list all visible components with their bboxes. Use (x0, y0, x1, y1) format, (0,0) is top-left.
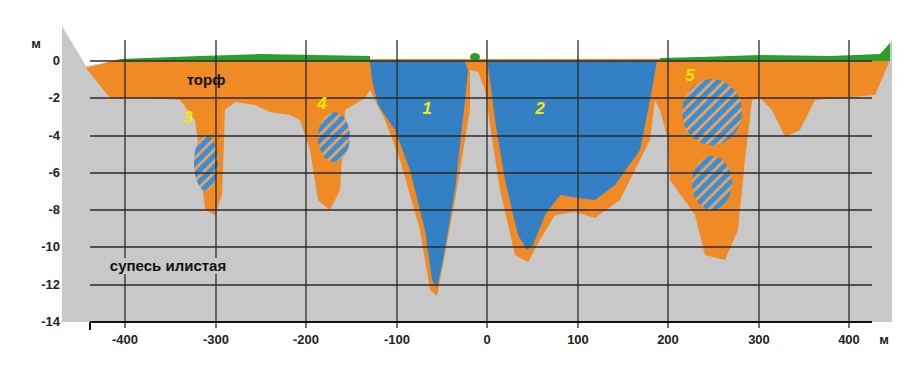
axis-tick-label: -8 (48, 203, 60, 217)
callout-number: 1 (422, 100, 431, 119)
axis-tick-label: -4 (48, 129, 60, 143)
callout-number: 2 (535, 100, 544, 119)
axis-tick-label: -2 (48, 91, 60, 105)
axis-unit: м (879, 333, 889, 347)
axis-tick-label: 100 (567, 333, 589, 347)
axis-tick-label: -200 (293, 333, 319, 347)
axis-tick-label: -6 (48, 166, 60, 180)
axis-unit: м (31, 37, 41, 51)
axis-tick-label: -10 (41, 240, 60, 254)
callout-number: 3 (183, 109, 192, 128)
axis-tick-label: 0 (483, 333, 490, 347)
axis-tick-label: 200 (657, 333, 679, 347)
axis-tick-label: 0 (53, 54, 60, 68)
axis-tick-label: 400 (838, 333, 860, 347)
axis-tick-label: -14 (41, 315, 60, 329)
axis-tick-label: -300 (203, 333, 229, 347)
layer-name: супесь илистая (107, 258, 229, 275)
axis-tick-label: -12 (41, 278, 60, 292)
axis-tick-label: -400 (112, 333, 138, 347)
axis-tick-label: 300 (748, 333, 770, 347)
callout-number: 5 (685, 67, 694, 86)
layer-name: торф (187, 72, 226, 89)
axis-tick-label: -100 (384, 333, 410, 347)
callout-number: 4 (317, 95, 326, 114)
